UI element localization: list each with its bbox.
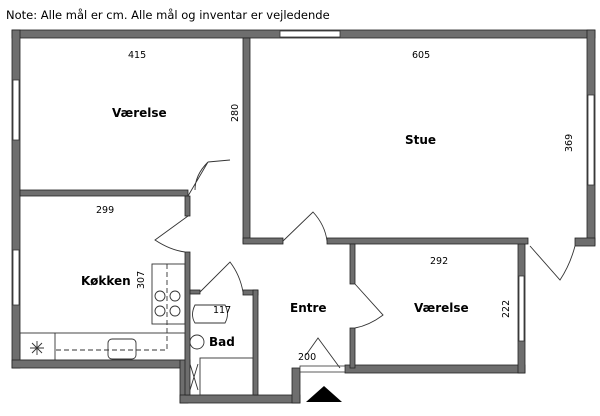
bath-fixtures: [189, 304, 254, 396]
room-label: Værelse: [112, 106, 167, 120]
dimension-label: 299: [96, 205, 114, 216]
dimension-label: 307: [136, 271, 147, 289]
room-label: Stue: [405, 133, 436, 147]
dimension-label: 117: [213, 305, 231, 316]
room-label: Entre: [290, 301, 327, 315]
dimension-label: 415: [128, 50, 146, 61]
walls: [11, 29, 596, 404]
ventilation-icon: [30, 341, 44, 355]
entrance-marker: [306, 386, 342, 402]
kitchen-fixtures: [19, 263, 186, 361]
doors: [154, 159, 576, 369]
dimension-label: 280: [230, 104, 241, 122]
dimension-label: 369: [564, 134, 575, 152]
dimension-label: 292: [430, 256, 448, 267]
windows: [12, 30, 595, 373]
dimension-label: 605: [412, 50, 430, 61]
dimension-label: 200: [298, 352, 316, 363]
room-label: Køkken: [81, 274, 131, 288]
room-label: Bad: [209, 335, 235, 349]
plan-note: Note: Alle mål er cm. Alle mål og invent…: [6, 8, 330, 22]
room-label: Værelse: [414, 301, 469, 315]
dimension-label: 222: [501, 300, 512, 318]
labels: Værelse 415 280 Stue 605 369 Køkken 299 …: [81, 50, 575, 363]
